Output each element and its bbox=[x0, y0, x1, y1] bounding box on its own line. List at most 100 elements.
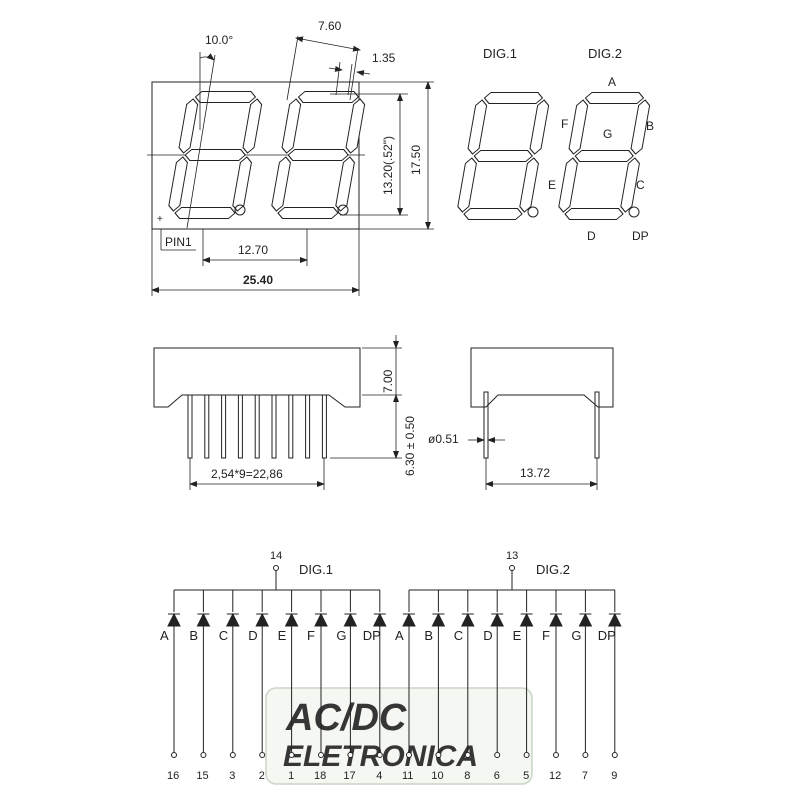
pin-node bbox=[229, 752, 236, 758]
segment-label: A bbox=[395, 628, 404, 643]
digit-height-label: 13.20(.52") bbox=[381, 136, 395, 195]
pin-diameter-label: ø0.51 bbox=[428, 432, 459, 446]
diode-symbol bbox=[607, 612, 622, 627]
end-view: ø0.51 13.72 bbox=[428, 347, 614, 490]
seg-b bbox=[529, 99, 550, 155]
dig1-common-node bbox=[273, 565, 279, 571]
diode-symbol bbox=[343, 612, 358, 627]
segment-label: DP bbox=[363, 628, 381, 643]
seg-label-f: F bbox=[561, 117, 568, 131]
pin-number: 11 bbox=[402, 770, 413, 782]
pin1-marker: + bbox=[157, 214, 163, 225]
pin-node bbox=[523, 752, 530, 758]
diode-b: B 15 bbox=[189, 590, 211, 782]
pin-node bbox=[611, 752, 618, 758]
segment-label: DP bbox=[598, 628, 616, 643]
diode-d: D6 bbox=[483, 590, 505, 782]
seg-a bbox=[483, 92, 544, 104]
angle-label: 10.0° bbox=[205, 33, 233, 47]
watermark: AC/DC ELETRONICA bbox=[265, 687, 533, 785]
body-width-label: 25.40 bbox=[243, 273, 273, 287]
pin-number: 4 bbox=[376, 770, 382, 782]
front-dp-1 bbox=[234, 204, 246, 216]
seg-b bbox=[630, 99, 651, 155]
pin-node bbox=[171, 752, 177, 758]
diode-a: A 11 bbox=[395, 590, 416, 782]
pin-node bbox=[494, 752, 501, 758]
side-pin bbox=[237, 394, 243, 459]
front-digit-1 bbox=[168, 91, 263, 219]
pin-number: 16 bbox=[167, 770, 179, 782]
pin-node bbox=[318, 752, 324, 758]
side-body bbox=[153, 347, 361, 408]
diode-a: A 16 bbox=[160, 590, 181, 782]
seg-c bbox=[519, 157, 539, 213]
diode-c: C8 bbox=[454, 590, 475, 782]
side-pin bbox=[271, 394, 277, 459]
seg-a bbox=[194, 91, 257, 103]
seg-c bbox=[232, 156, 252, 212]
seg-g bbox=[574, 150, 634, 162]
pin-number: 9 bbox=[611, 770, 617, 782]
diode-symbol bbox=[549, 612, 563, 627]
segment-diodes: A16B15C3D2E1F18G17DP4A11B10C8D6E5F12G7DP… bbox=[160, 590, 622, 782]
segment-label: D bbox=[248, 628, 257, 643]
digit-width-label: 7.60 bbox=[318, 19, 342, 33]
side-pin bbox=[221, 394, 227, 459]
seg-a bbox=[584, 92, 645, 104]
seg-c bbox=[335, 156, 355, 212]
diode-g: G 17 bbox=[336, 590, 358, 782]
dig1-title: DIG.1 bbox=[483, 46, 517, 61]
seg-label-e: E bbox=[548, 178, 556, 192]
pin-number: 17 bbox=[343, 770, 355, 782]
pin-spacing-label: 12.70 bbox=[238, 243, 268, 257]
diode-dp: DP 9 bbox=[598, 590, 622, 782]
seg-e bbox=[271, 156, 291, 212]
diode-e: E1 bbox=[278, 590, 299, 782]
end-pin-left bbox=[483, 391, 489, 459]
seg-label-c: C bbox=[636, 178, 645, 192]
seg-label-dp: DP bbox=[632, 229, 649, 243]
seg-e bbox=[168, 156, 188, 212]
body-depth-label: 7.00 bbox=[381, 369, 395, 393]
diode-b: B10 bbox=[424, 590, 446, 782]
diode-c: C3 bbox=[219, 590, 240, 782]
display-body bbox=[151, 81, 360, 230]
diode-symbol bbox=[431, 612, 446, 627]
diode-symbol bbox=[402, 612, 416, 627]
segment-label: G bbox=[336, 628, 346, 643]
dig2-common-node bbox=[509, 565, 515, 571]
segment-label: A bbox=[160, 628, 169, 643]
segment-label: D bbox=[483, 628, 492, 643]
diode-symbol bbox=[372, 612, 387, 627]
map-dp-1 bbox=[527, 206, 539, 218]
map-digit-1 bbox=[457, 92, 550, 220]
pin-node bbox=[259, 752, 266, 758]
side-pin bbox=[305, 394, 311, 459]
segment-width-label: 1.35 bbox=[372, 51, 396, 65]
segment-label: B bbox=[189, 628, 198, 643]
seg-label-b: B bbox=[646, 119, 654, 133]
pin-node bbox=[200, 752, 207, 758]
diode-symbol bbox=[578, 612, 593, 627]
pin-node bbox=[406, 752, 412, 758]
diode-f: F12 bbox=[542, 590, 563, 782]
side-pin bbox=[321, 394, 327, 459]
side-pin bbox=[204, 394, 210, 459]
side-pin bbox=[288, 394, 294, 459]
diode-dp: DP 4 bbox=[363, 590, 387, 782]
diode-symbol bbox=[284, 612, 299, 627]
side-view: 7.00 6.30 ± 0.50 2,54*9=22,86 bbox=[153, 335, 417, 490]
seg-d bbox=[174, 207, 236, 219]
diode-d: D2 bbox=[248, 590, 270, 782]
segment-label: B bbox=[424, 628, 433, 643]
seg-label-d: D bbox=[587, 229, 596, 243]
pin-number: 15 bbox=[196, 770, 208, 782]
seg-f bbox=[467, 99, 488, 155]
dig2-title: DIG.2 bbox=[588, 46, 622, 61]
seg-d bbox=[463, 208, 523, 220]
pin-node bbox=[376, 752, 383, 758]
segment-label: F bbox=[307, 628, 315, 643]
side-pin bbox=[254, 394, 260, 459]
pin-pitch-label: 2,54*9=22,86 bbox=[211, 467, 283, 481]
